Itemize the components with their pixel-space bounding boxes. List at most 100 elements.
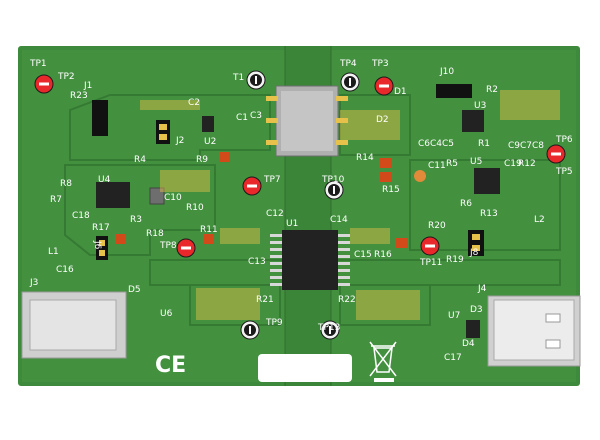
label-r8: R8 [60,179,72,189]
label-r10: R10 [186,203,204,213]
testpoint-tp11[interactable] [420,236,440,256]
jumper-j2[interactable] [156,120,170,144]
ic-u3 [462,110,484,132]
header-j1[interactable] [92,100,108,136]
ic-u5 [474,168,500,194]
testpoint-tp10[interactable] [324,180,344,200]
label-d1: D1 [394,87,407,97]
red-resistors [116,152,408,248]
label-l2: L2 [534,215,545,225]
label-tp10: TP10 [321,175,345,185]
label-r5: R5 [446,159,458,169]
silkscreen-labels: TP1 TP2 TP3 TP4 TP5 TP6 TP7 TP8 TP9 TP10… [29,59,573,363]
label-c12: C12 [266,209,284,219]
trace-outlines [64,94,561,326]
label-r19: R19 [446,255,464,265]
label-plate [258,354,352,382]
label-r14: R14 [356,153,374,163]
label-u2: U2 [204,137,216,147]
led-d-orange [414,170,426,182]
transformer-pins [266,96,348,145]
weee-bar [374,378,394,382]
label-c17: C17 [444,353,462,363]
label-j10: J10 [439,67,454,77]
label-c1: C1 [236,113,248,123]
label-c3: C3 [250,111,262,121]
label-r9: R9 [196,155,208,165]
label-r11: R11 [200,225,218,235]
testpoint-tp5[interactable] [546,144,566,164]
label-l1: L1 [48,247,59,257]
label-u7: U7 [448,311,460,321]
label-u3: U3 [474,101,486,111]
testpoint-tp3[interactable] [374,76,394,96]
label-r15: R15 [382,185,400,195]
label-c7: C7 [520,141,532,151]
label-tp3: TP3 [371,59,389,69]
label-c2: C2 [188,98,200,108]
transformer-t1-top [281,91,333,151]
testpoint-tp8[interactable] [176,238,196,258]
label-u5: U5 [470,157,482,167]
label-tp9: TP9 [265,318,283,328]
label-tp2: TP2 [57,72,75,82]
connector-j4-pin [545,313,561,323]
label-r23: R23 [70,91,88,101]
label-j2: J2 [175,136,184,146]
label-r6: R6 [460,199,472,209]
label-c5: C5 [442,139,454,149]
label-c4: C4 [430,139,442,149]
testpoint-tp4[interactable] [340,72,360,92]
testpoint-tp1[interactable] [34,74,54,94]
label-r7: R7 [50,195,62,205]
label-tp8: TP8 [159,241,177,251]
testpoint-t1[interactable] [246,70,266,90]
label-tp4: TP4 [339,59,357,69]
label-tp1: TP1 [29,59,47,69]
label-j6: J6 [92,240,102,250]
label-r12: R12 [518,159,536,169]
label-tp6: TP6 [555,135,573,145]
connector-j4-pin [545,339,561,349]
label-tp7: TP7 [263,175,281,185]
ic-u7 [466,320,480,338]
label-t1: T1 [232,73,244,83]
label-j3: J3 [29,278,38,288]
label-r18: R18 [146,229,164,239]
label-r22: R22 [338,295,356,305]
label-c8: C8 [532,141,544,151]
label-r16: R16 [374,250,392,260]
label-c19: C19 [504,159,522,169]
ic-u1-pins [270,234,350,286]
label-j1: J1 [83,81,92,91]
label-c18: C18 [72,211,90,221]
label-c16: C16 [56,265,74,275]
gold-pads [140,90,560,320]
label-tp13: TP13 [317,323,340,333]
ic-u1 [282,230,338,290]
label-u6: U6 [160,309,173,319]
label-d5: D5 [128,285,141,295]
label-r17: R17 [92,223,110,233]
label-tp11: TP11 [419,258,442,268]
label-r20: R20 [428,221,446,231]
testpoint-tp9[interactable] [240,320,260,340]
label-d3: D3 [470,305,483,315]
testpoint-tp13[interactable] [320,320,340,340]
connector-j3-face [29,299,117,351]
label-u4: U4 [98,175,111,185]
label-c13: C13 [248,257,266,267]
weee-bin-icon [369,341,397,377]
testpoint-tp7[interactable] [242,176,262,196]
label-c15: C15 [354,250,372,260]
connector-j4-face [493,299,575,361]
label-r4: R4 [134,155,146,165]
header-j10[interactable] [436,84,472,98]
label-c9: C9 [508,141,520,151]
label-u1: U1 [286,219,298,229]
label-c6: C6 [418,139,430,149]
label-r1: R1 [478,139,490,149]
ic-u4 [96,182,130,208]
